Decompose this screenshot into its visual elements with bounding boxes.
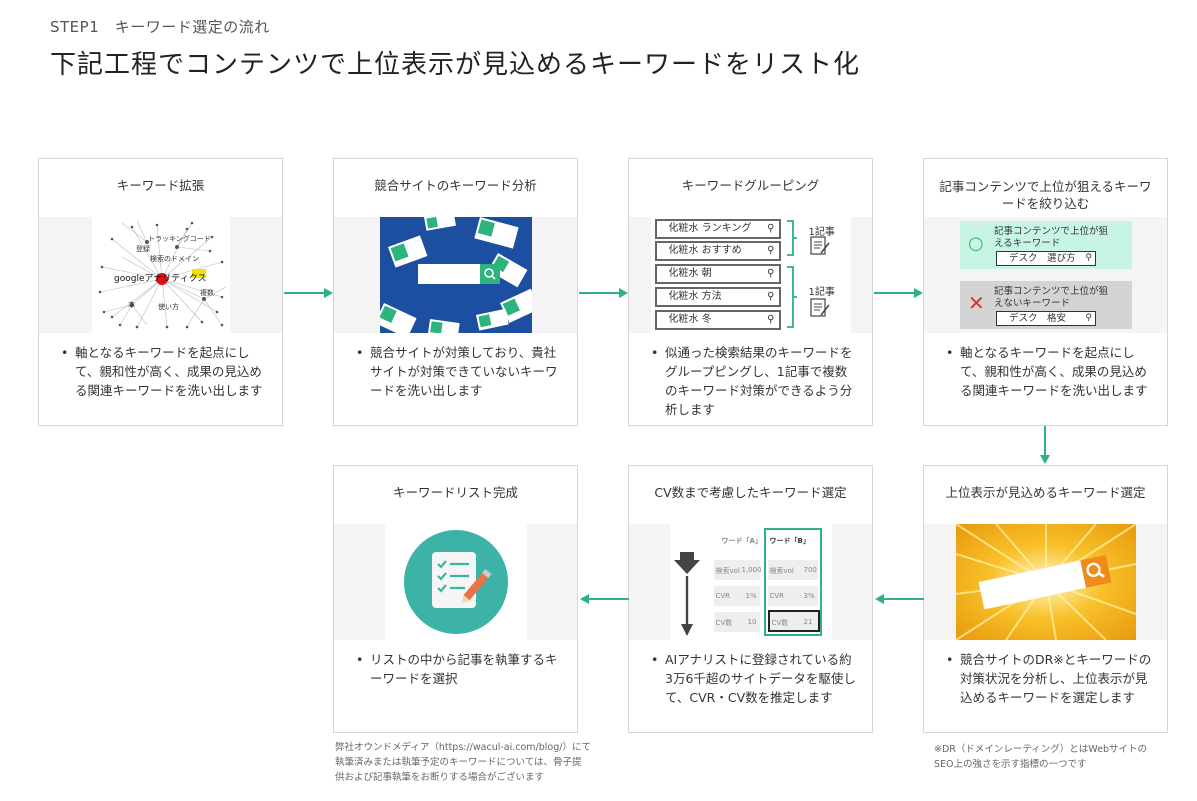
search-input bbox=[417, 264, 480, 284]
table-row bbox=[713, 586, 760, 606]
search-icon bbox=[1085, 562, 1101, 578]
card-image bbox=[334, 524, 577, 640]
cross-mark-icon: ✕ bbox=[968, 291, 985, 315]
document-icon bbox=[809, 236, 830, 255]
flow-arrow-left bbox=[875, 594, 924, 604]
card-title: 記事コンテンツで上位が狙えるキーワードを絞り込む bbox=[939, 179, 1152, 211]
group-brackets bbox=[786, 220, 830, 328]
svg-text:登録: 登録 bbox=[136, 244, 150, 253]
group-label: 1記事 bbox=[808, 227, 835, 238]
good-keyword-panel: ○ 記事コンテンツで上位が狙えるキーワード デスク 選び方⚲ bbox=[960, 221, 1132, 269]
card-image: ○ 記事コンテンツで上位が狙えるキーワード デスク 選び方⚲ ✕ 記事コンテンツ… bbox=[924, 217, 1167, 333]
table-row bbox=[767, 560, 818, 580]
card-keyword-grouping: キーワードグルーピング 化粧水 ランキング⚲ 化粧水 おすすめ⚲ 化粧水 朝⚲ … bbox=[628, 158, 873, 426]
document-icon bbox=[809, 298, 830, 317]
flow-arrow-down bbox=[1040, 426, 1050, 464]
keyword-box: 化粧水 方法⚲ bbox=[654, 287, 781, 307]
svg-text:トラッキングコード: トラッキングコード bbox=[148, 234, 211, 243]
table-row bbox=[767, 586, 818, 606]
keyword-box: 化粧水 冬⚲ bbox=[654, 310, 781, 330]
card-description: •軸となるキーワードを起点にして、親和性が高く、成果の見込める関連キーワードを洗… bbox=[61, 345, 263, 398]
card-title: キーワード拡張 bbox=[116, 178, 205, 193]
flow-arrow-right bbox=[579, 288, 628, 298]
card-title: 上位表示が見込めるキーワード選定 bbox=[945, 485, 1146, 500]
checklist-icon bbox=[403, 530, 508, 634]
card-image: トラッキングコード 登録 検索のドメイン googleアナリティクス 本 使い方… bbox=[39, 217, 282, 333]
card-image: 化粧水 ランキング⚲ 化粧水 おすすめ⚲ 化粧水 朝⚲ 化粧水 方法⚲ 化粧水 … bbox=[629, 217, 872, 333]
keyword-box: 化粧水 朝⚲ bbox=[654, 264, 781, 284]
flow-arrow-right bbox=[284, 288, 333, 298]
group-label: 1記事 bbox=[808, 287, 835, 298]
svg-text:使い方: 使い方 bbox=[158, 302, 179, 311]
down-arrow-graphic bbox=[673, 552, 700, 636]
search-icon: ⚲ bbox=[1085, 313, 1092, 323]
bad-keyword-panel: ✕ 記事コンテンツで上位が狙えないキーワード デスク 格安⚲ bbox=[960, 281, 1132, 329]
card-description: •AIアナリストに登録されている約3万6千超のサイトデータを駆使して、CVR・C… bbox=[651, 652, 856, 705]
step-label: STEP1 キーワード選定の流れ bbox=[50, 18, 270, 36]
card-keyword-selection: 上位表示が見込めるキーワード選定 bbox=[923, 465, 1168, 733]
card-title: CV数まで考慮したキーワード選定 bbox=[654, 485, 847, 500]
search-input bbox=[978, 560, 1086, 610]
keyword-box: 化粧水 ランキング⚲ bbox=[654, 219, 781, 239]
table-row bbox=[713, 612, 760, 632]
page-title: 下記工程でコンテンツで上位表示が見込めるキーワードをリスト化 bbox=[50, 50, 861, 80]
card-description: •軸となるキーワードを起点にして、親和性が高く、成果の見込める関連キーワードを洗… bbox=[946, 345, 1148, 398]
svg-text:検索のドメイン: 検索のドメイン bbox=[150, 254, 199, 263]
center-node bbox=[155, 273, 168, 285]
card-title: キーワードリスト完成 bbox=[392, 485, 518, 500]
search-icon: ⚲ bbox=[767, 314, 775, 325]
search-icon: ⚲ bbox=[767, 268, 775, 279]
card-keyword-expansion: キーワード拡張 bbox=[38, 158, 283, 426]
flow-arrow-right bbox=[874, 288, 923, 298]
card-description: •リストの中から記事を執筆するキーワードを選択 bbox=[356, 652, 558, 686]
footnote-dr: ※DR（ドメインレーティング）とはWebサイトのSEO上の強さを示す指標の一つで… bbox=[934, 744, 1148, 770]
search-icon: ⚲ bbox=[1085, 253, 1092, 263]
keyword-box: デスク 選び方⚲ bbox=[996, 251, 1096, 266]
svg-text:複数: 複数 bbox=[200, 288, 214, 297]
column-header: ワード「B」 bbox=[769, 537, 810, 545]
svg-text:本: 本 bbox=[128, 300, 135, 309]
search-bar-collage-graphic bbox=[379, 217, 532, 333]
card-competitor-analysis: 競合サイトのキーワード分析 bbox=[333, 158, 578, 426]
search-icon: ⚲ bbox=[767, 223, 775, 234]
card-image bbox=[334, 217, 577, 333]
circle-mark-icon: ○ bbox=[968, 233, 984, 254]
keyword-box: 化粧水 おすすめ⚲ bbox=[654, 241, 781, 261]
card-cv-selection: CV数まで考慮したキーワード選定 ワード「A」 ワード「B」 検索vol 1,0… bbox=[628, 465, 873, 733]
highlight-column bbox=[763, 528, 822, 636]
search-icon bbox=[483, 268, 494, 278]
card-description: •競合サイトのDR※とキーワードの対策状況を分析し、上位表示が見込めるキーワード… bbox=[946, 652, 1152, 705]
flow-arrow-left bbox=[580, 594, 629, 604]
card-image bbox=[924, 524, 1167, 640]
svg-text:googleアナリティクス: googleアナリティクス bbox=[114, 273, 207, 284]
card-narrow-down: 記事コンテンツで上位が狙えるキーワードを絞り込む ○ 記事コンテンツで上位が狙え… bbox=[923, 158, 1168, 426]
footnote-blog: 弊社オウンドメディア（https://wacul-ai.com/blog/）にて… bbox=[335, 742, 591, 783]
column-header: ワード「A」 bbox=[721, 537, 762, 545]
card-description: •似通った検索結果のキーワードをグループピングし、1記事で複数のキーワード対策が… bbox=[651, 345, 853, 417]
highlight-box bbox=[191, 269, 206, 278]
card-title: 競合サイトのキーワード分析 bbox=[374, 178, 537, 193]
search-icon: ⚲ bbox=[767, 245, 775, 256]
search-icon: ⚲ bbox=[767, 291, 775, 302]
highlight-cell bbox=[767, 610, 820, 632]
search-bar-burst-graphic bbox=[955, 524, 1136, 640]
keyword-network-graphic: トラッキングコード 登録 検索のドメイン googleアナリティクス 本 使い方… bbox=[98, 220, 226, 329]
card-title: キーワードグルーピング bbox=[681, 178, 820, 193]
keyword-box: デスク 格安⚲ bbox=[996, 311, 1096, 326]
card-list-complete: キーワードリスト完成 •リストの中から記事を執筆するキーワードを選択 bbox=[333, 465, 578, 733]
table-row bbox=[713, 560, 760, 580]
card-description: •競合サイトが対策しており、貴社サイトが対策できていないキーワードを洗い出します bbox=[356, 345, 558, 398]
card-image: ワード「A」 ワード「B」 検索vol 1,000 検索vol 700 CVR … bbox=[629, 524, 872, 640]
